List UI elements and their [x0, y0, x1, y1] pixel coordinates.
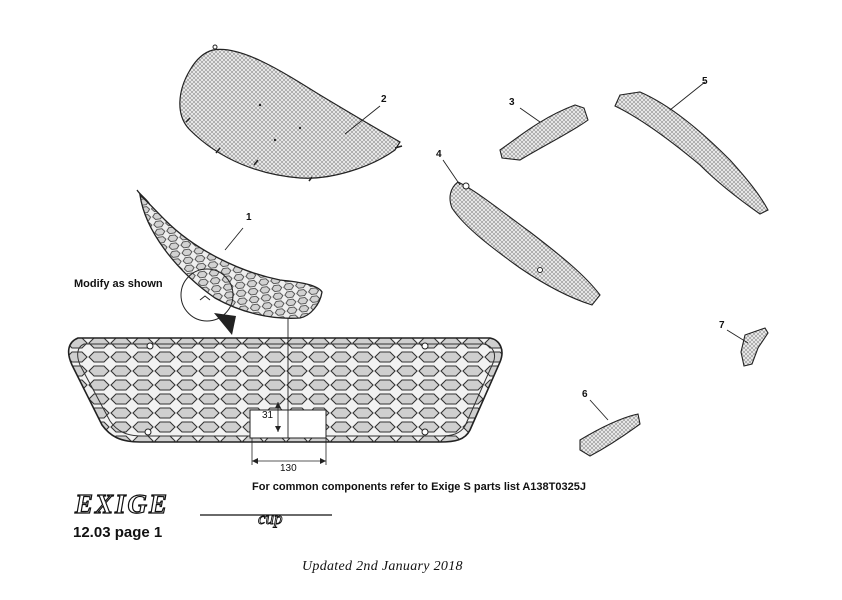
updated-date: Updated 2nd January 2018 [302, 559, 463, 574]
part-label-5: 5 [702, 76, 708, 87]
logo-variant-text: cup [258, 509, 283, 528]
part-label-3: 3 [509, 97, 515, 108]
part-label-7: 7 [719, 320, 725, 331]
part-2-upper-mesh [179, 44, 403, 182]
part-label-2: 2 [381, 94, 387, 105]
page-reference: 12.03 page 1 [73, 524, 163, 541]
modify-note: Modify as shown [74, 278, 163, 290]
dimension-width: 130 [280, 463, 297, 474]
part-label-4: 4 [436, 149, 442, 160]
part-label-1: 1 [246, 212, 252, 223]
modify-detail-callout [180, 268, 236, 335]
main-lower-grille [67, 318, 503, 443]
dimension-height: 31 [262, 410, 274, 421]
dimension-lines [251, 402, 327, 465]
part-1-curved-grille [136, 189, 323, 319]
part-5-side-mesh [614, 81, 769, 215]
part-7-bracket [726, 327, 769, 367]
part-label-6: 6 [582, 389, 588, 400]
part-3-small-mesh [499, 104, 589, 161]
logo-brand-text: EXIGE [74, 489, 169, 519]
part-4-side-mesh [442, 159, 601, 306]
part-6-small-mesh [579, 399, 641, 457]
common-components-note: For common components refer to Exige S p… [252, 481, 586, 493]
exige-cup-logo: EXIGE cup [73, 488, 332, 528]
